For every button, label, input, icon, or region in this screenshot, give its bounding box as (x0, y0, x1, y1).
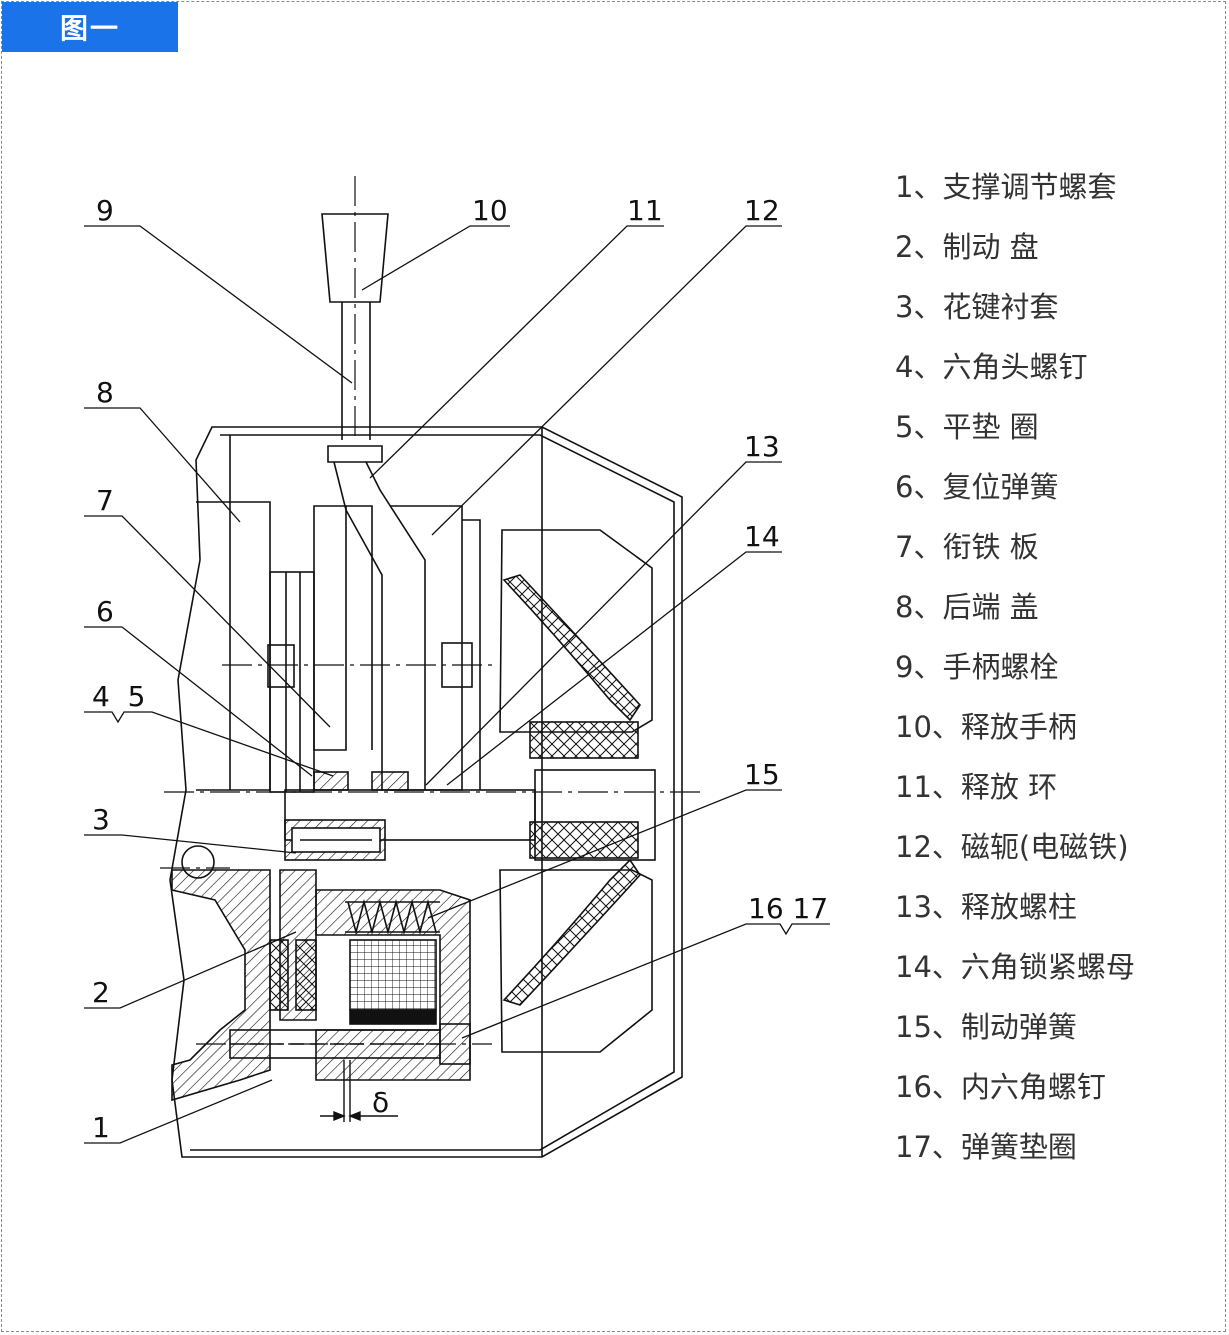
legend-item: 10、释放手柄 (895, 710, 1077, 744)
leader-14 (446, 551, 782, 786)
leader-45 (84, 711, 334, 777)
leader-1 (84, 1079, 273, 1144)
coil (349, 939, 437, 1011)
housing-outline (169, 426, 683, 1158)
callout-1: 1 (92, 1111, 110, 1144)
leader-11 (369, 225, 664, 479)
legend-item: 7、衔铁 板 (895, 530, 1039, 564)
legend-item: 15、制动弹簧 (895, 1010, 1077, 1044)
callout-3: 3 (92, 803, 110, 836)
bearing-ball (181, 845, 215, 879)
legend-item: 5、平垫 圈 (895, 410, 1039, 444)
end-cover (196, 501, 271, 791)
callout-2: 2 (92, 976, 110, 1009)
release-ring (333, 461, 383, 790)
leader-8 (84, 407, 241, 523)
leader-2 (84, 931, 297, 1009)
leader-1617 (461, 923, 830, 1039)
leader-15 (427, 789, 782, 919)
callout-16-17: 16 17 (748, 892, 828, 925)
legend-item: 1、支撑调节螺套 (895, 170, 1117, 204)
coil-housing (171, 869, 271, 1102)
legend-item: 12、磁轭(电磁铁) (895, 830, 1129, 864)
brake-spring (347, 898, 437, 936)
parts-legend: 1、支撑调节螺套 2、制动 盘 3、花键衬套 4、六角头螺钉 5、平垫 圈 6、… (895, 164, 1135, 1184)
gap-symbol: δ (372, 1086, 389, 1119)
leader-3 (84, 834, 297, 854)
callout-10: 10 (472, 194, 508, 227)
yoke (390, 505, 463, 791)
legend-item: 13、释放螺柱 (895, 890, 1077, 924)
legend-item: 4、六角头螺钉 (895, 350, 1088, 384)
legend-item: 17、弹簧垫圈 (895, 1130, 1077, 1164)
legend-item: 2、制动 盘 (895, 230, 1039, 264)
legend-item: 8、后端 盖 (895, 590, 1039, 624)
leader-13 (425, 461, 782, 786)
callout-14: 14 (744, 520, 780, 553)
callout-8: 8 (96, 376, 114, 409)
leader-10 (361, 225, 510, 291)
callout-9: 9 (96, 194, 114, 227)
callout-15: 15 (744, 758, 780, 791)
callout-12: 12 (744, 194, 780, 227)
legend-item: 16、内六角螺钉 (895, 1070, 1106, 1104)
callout-13: 13 (744, 430, 780, 463)
leader-12 (431, 225, 782, 536)
figure-tag: 图一 (2, 2, 178, 52)
leader-9 (84, 225, 353, 384)
legend-item: 14、六角锁紧螺母 (895, 950, 1135, 984)
callout-7: 7 (96, 484, 114, 517)
legend-item: 3、花键衬套 (895, 290, 1059, 324)
legend-item: 6、复位弹簧 (895, 470, 1059, 504)
leader-6 (84, 626, 313, 777)
callout-6: 6 (96, 595, 114, 628)
fan (499, 529, 653, 733)
callout-11: 11 (627, 194, 663, 227)
leader-7 (84, 515, 331, 728)
release-handle (321, 213, 389, 303)
callout-4-5: 4 5 (92, 680, 145, 713)
legend-item: 9、手柄螺栓 (895, 650, 1059, 684)
legend-item: 11、释放 环 (895, 770, 1058, 804)
